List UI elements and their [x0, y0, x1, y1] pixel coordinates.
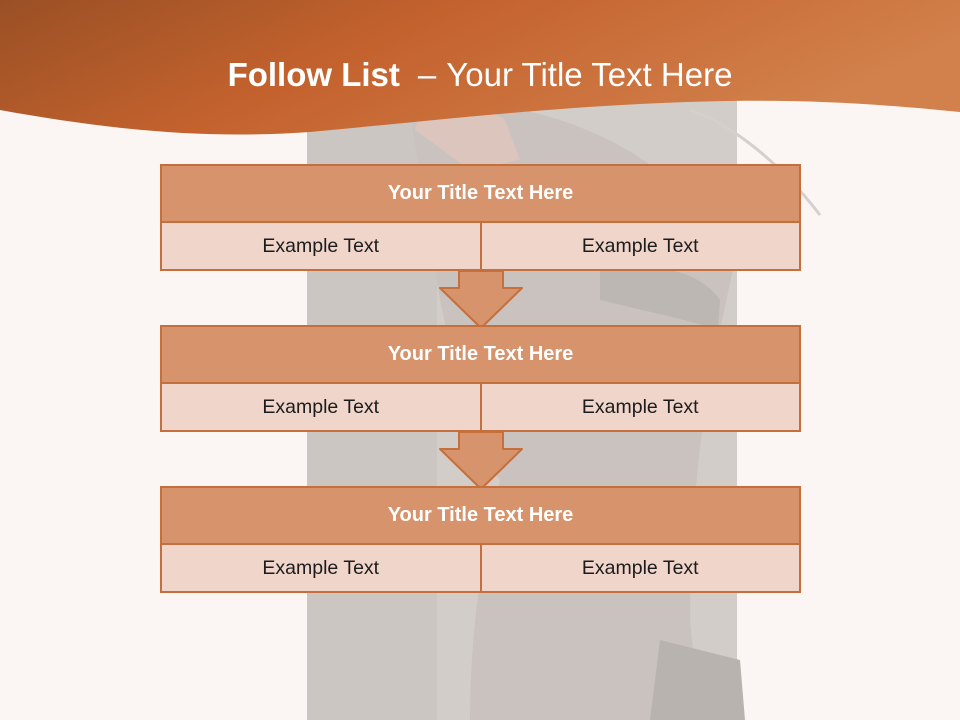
step-cell-right: Example Text: [479, 223, 800, 269]
step-block-1: Your Title Text Here Example Text Exampl…: [160, 164, 801, 271]
step-cells: Example Text Example Text: [162, 223, 799, 269]
header-banner: [0, 0, 960, 135]
step-cell-left: Example Text: [262, 234, 380, 257]
step-block-2: Your Title Text Here Example Text Exampl…: [160, 325, 801, 432]
step-cells: Example Text Example Text: [162, 545, 799, 591]
title-bold-part: Follow List: [227, 56, 400, 93]
title-rest-part: Your Title Text Here: [446, 56, 733, 93]
slide-title: Follow List–Your Title Text Here: [0, 52, 960, 98]
step-cells: Example Text Example Text: [162, 384, 799, 430]
step-cell-right: Example Text: [479, 545, 800, 591]
down-arrow-icon: [439, 270, 523, 329]
step-title: Your Title Text Here: [162, 166, 799, 223]
step-cell-left: Example Text: [262, 395, 380, 418]
step-cell-right: Example Text: [479, 384, 800, 430]
step-title: Your Title Text Here: [162, 488, 799, 545]
step-block-3: Your Title Text Here Example Text Exampl…: [160, 486, 801, 593]
down-arrow-icon: [439, 431, 523, 490]
title-separator: –: [417, 56, 437, 93]
step-title: Your Title Text Here: [162, 327, 799, 384]
step-cell-left: Example Text: [262, 556, 380, 579]
